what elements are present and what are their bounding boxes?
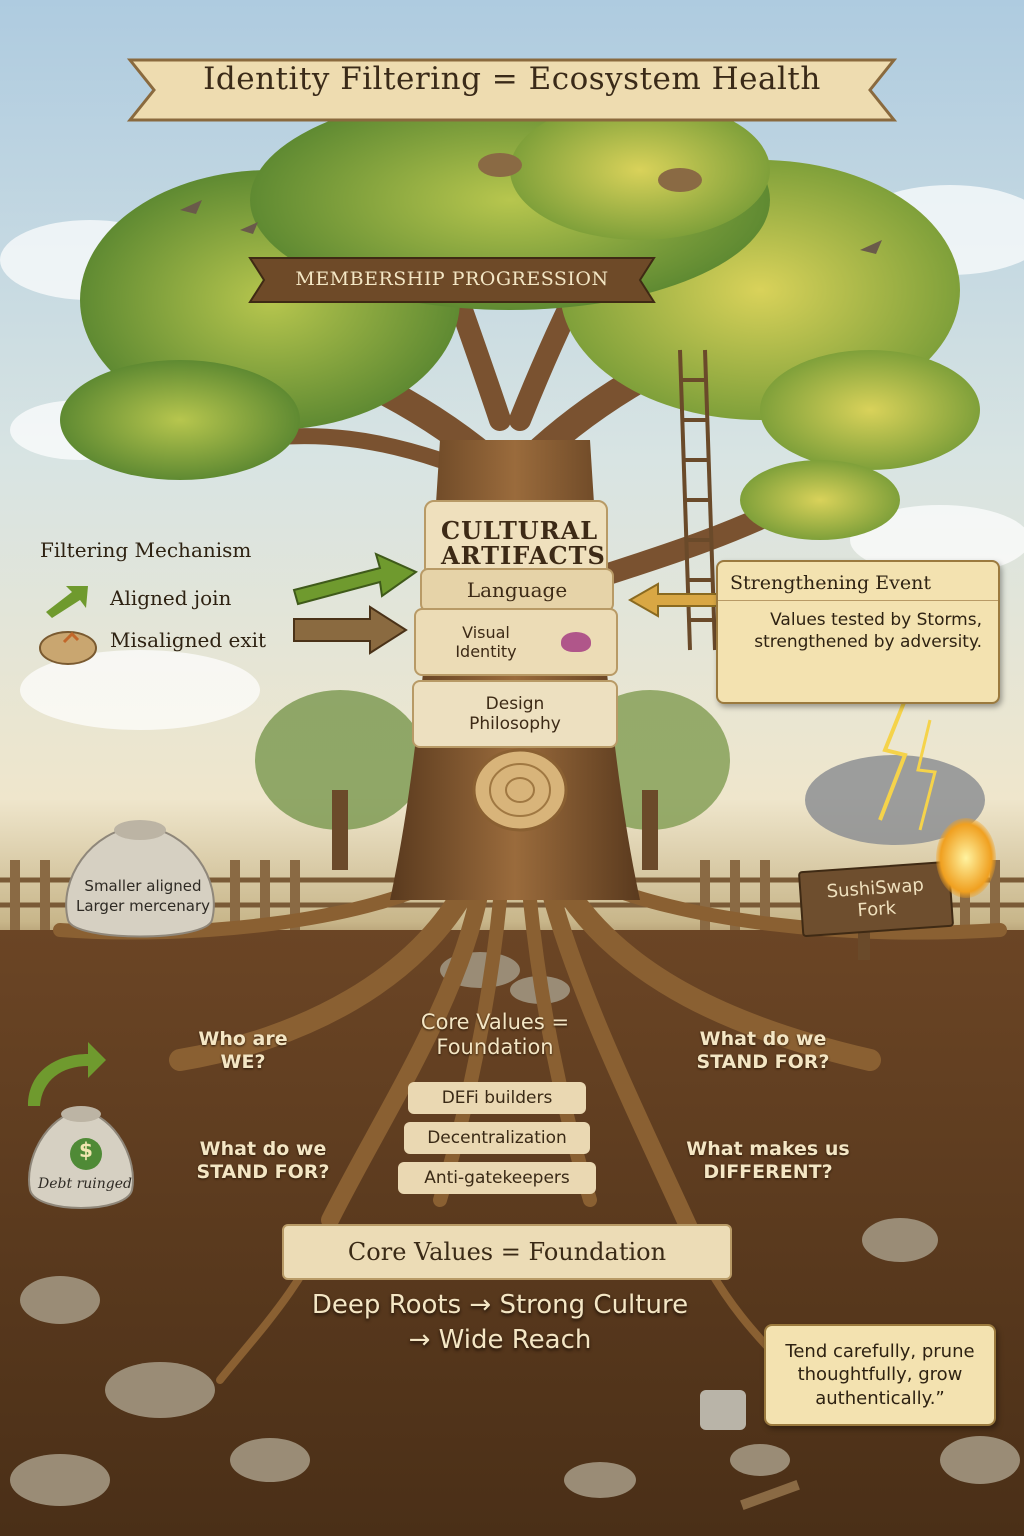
sushiswap-fork-label: SushiSwap Fork (825, 875, 928, 924)
value-item: DEFi builders (408, 1082, 586, 1114)
design-philosophy-band: Design Philosophy (412, 680, 618, 748)
sushiswap-fork-sign: SushiSwap Fork (798, 861, 954, 937)
strengthening-arrow-icon (628, 580, 728, 620)
question-who-are-we: Who are WE? (178, 1028, 308, 1074)
filtering-mechanism-heading: Filtering Mechanism (40, 538, 251, 562)
page-title: Identity Filtering = Ecosystem Health (150, 44, 874, 114)
misaligned-exit-arrow-icon (290, 605, 410, 655)
motto-line-1: Deep Roots → Strong Culture (220, 1288, 780, 1323)
visual-identity-label: Visual Identity (441, 623, 531, 661)
misaligned-exit-label: Misaligned exit (110, 628, 266, 652)
strengthening-event-body: Values tested by Storms, strengthened by… (718, 601, 998, 661)
fire-icon (936, 818, 996, 898)
cultural-artifacts-title: CULTURAL ARTIFACTS (441, 518, 591, 568)
membership-progression-label: MEMBERSHIP PROGRESSION (262, 256, 642, 302)
aligned-join-arrow-icon (290, 550, 420, 610)
seed-pod-icon (36, 622, 100, 666)
deep-roots-motto: Deep Roots → Strong Culture → Wide Reach (220, 1288, 780, 1358)
strengthening-event-title: Strengthening Event (718, 562, 998, 601)
language-label: Language (467, 578, 567, 602)
question-stand-for-left: What do we STAND FOR? (168, 1138, 358, 1184)
value-item: Decentralization (404, 1122, 590, 1154)
design-philosophy-label: Design Philosophy (455, 694, 575, 734)
core-values-top-label: Core Values = Foundation (390, 1010, 600, 1060)
money-bag-label: Debt ruinged (30, 1176, 140, 1192)
sack-aligned-text: Smaller aligned Larger mercenary (58, 876, 228, 917)
motto-line-2: → Wide Reach (220, 1323, 780, 1358)
question-different: What makes us DIFFERENT? (668, 1138, 868, 1184)
core-values-foundation-plaque: Core Values = Foundation (282, 1224, 732, 1280)
curved-green-arrow-icon (18, 1040, 108, 1110)
tend-carefully-note: Tend carefully, prune thoughtfully, grow… (764, 1324, 996, 1426)
value-item: Anti-gatekeepers (398, 1162, 596, 1194)
visual-identity-band: Visual Identity (414, 608, 618, 676)
tend-carefully-text: Tend carefully, prune thoughtfully, grow… (776, 1340, 984, 1410)
sack-line-larger-mercenary: Larger mercenary (58, 896, 228, 916)
strengthening-event-panel: Strengthening Event Values tested by Sto… (716, 560, 1000, 704)
rabbit-icon (561, 632, 591, 652)
dollar-sign-icon: $ (70, 1138, 102, 1162)
sack-line-smaller-aligned: Smaller aligned (58, 876, 228, 896)
question-stand-for-right: What do we STAND FOR? (668, 1028, 858, 1074)
aligned-join-label: Aligned join (110, 586, 231, 610)
small-green-arrow-icon (42, 582, 92, 618)
stump-rings (474, 750, 566, 830)
language-band: Language (420, 568, 614, 612)
core-values-list: DEFi builders Decentralization Anti-gate… (398, 1076, 598, 1200)
